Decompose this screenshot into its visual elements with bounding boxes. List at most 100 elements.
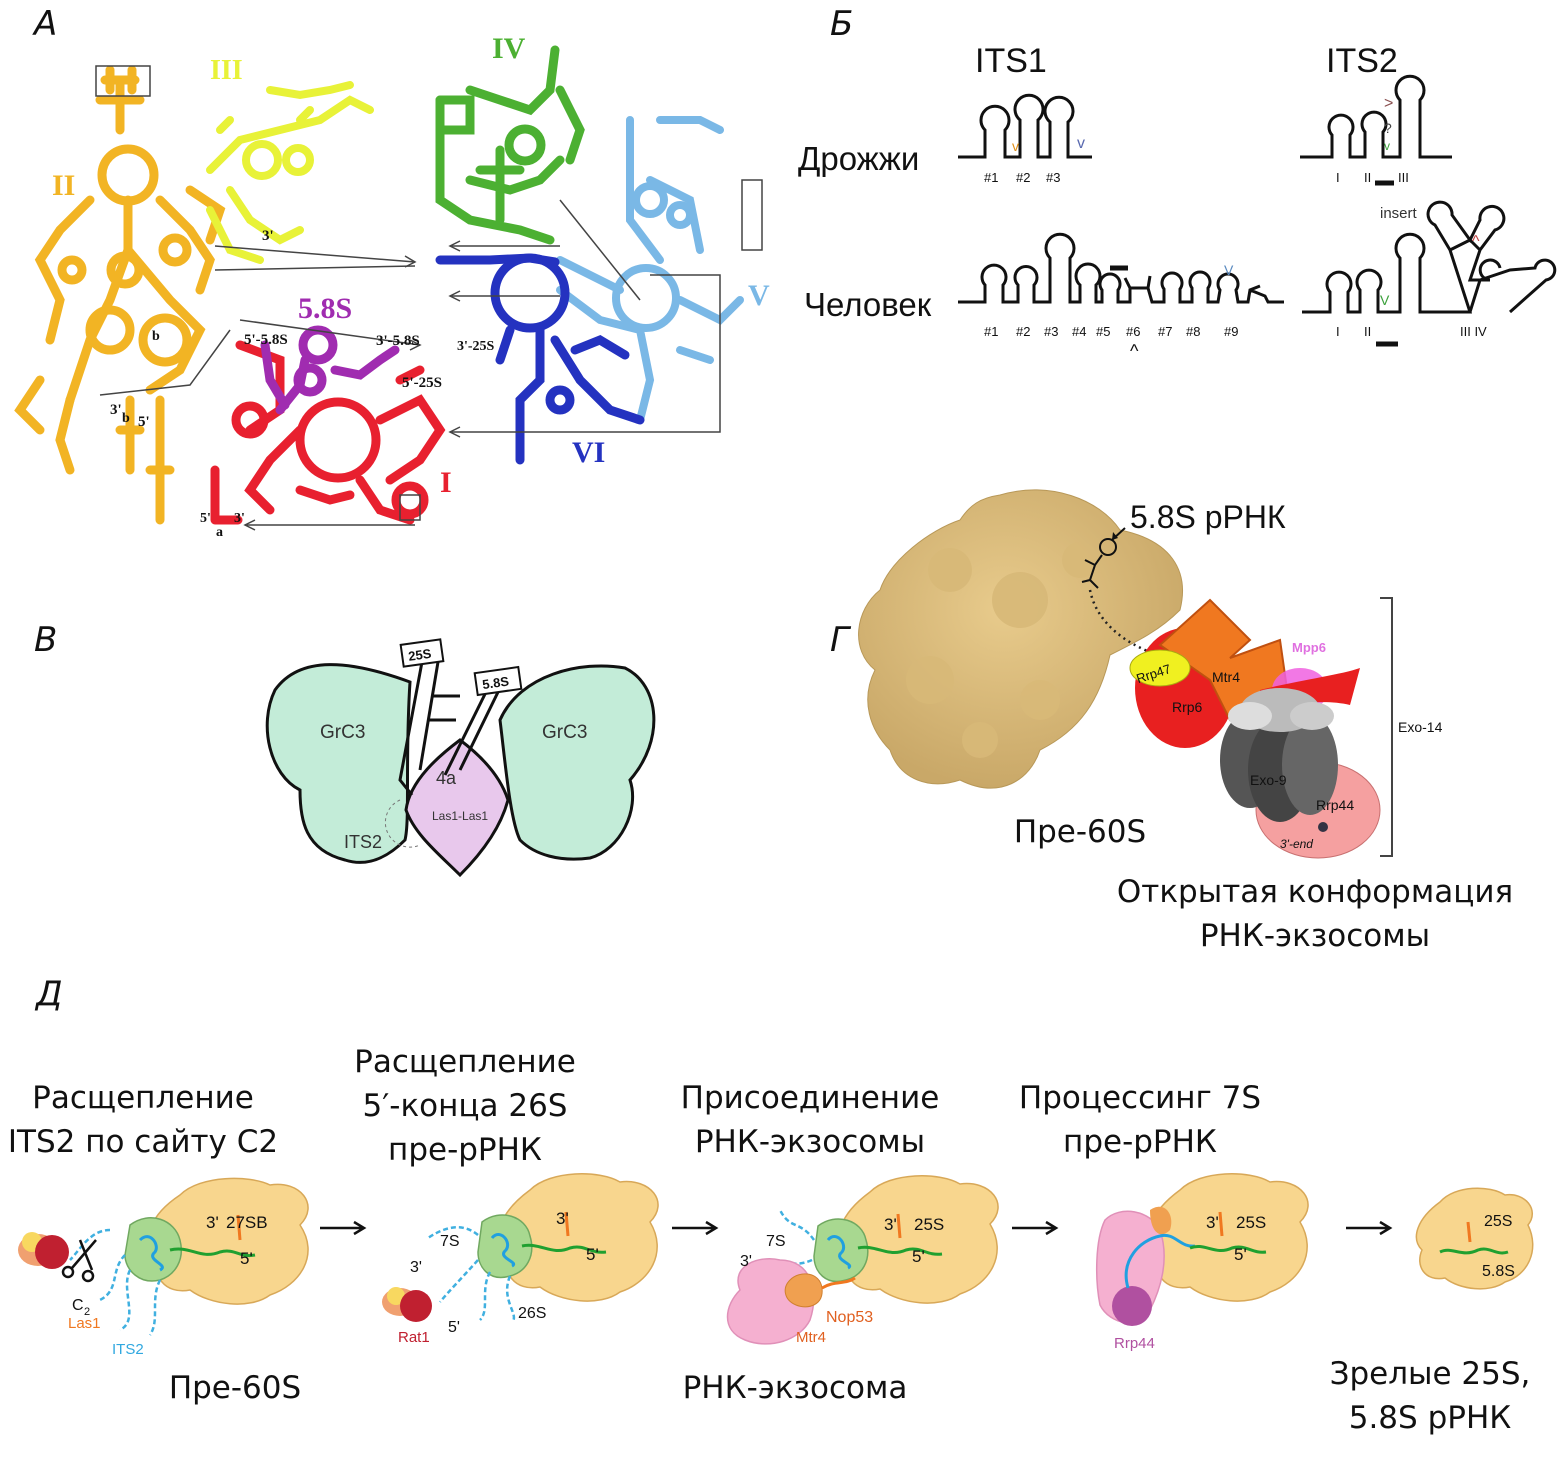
yeast-its1-mark-V: v	[1077, 135, 1085, 152]
grc3-right-label: GrC3	[542, 722, 587, 743]
rrp44-label: Rrp44	[1316, 797, 1354, 813]
label-5-25s: 5'-25S	[402, 375, 442, 391]
grc3-las1-complex: 25S 5.8S GrC3 GrC3 ITS2 4a Las1-Las1	[265, 638, 656, 878]
step1-complex	[18, 1177, 309, 1336]
label-5-prime-b: 5'	[138, 414, 150, 430]
step4-title-line2: пре-рРНК	[1063, 1124, 1217, 1160]
rna-helix-lines	[398, 661, 502, 796]
tick: #3	[1046, 170, 1060, 185]
human-its2-hairpins	[1302, 200, 1557, 347]
step1-title-line1: Расщепление	[32, 1080, 254, 1116]
step4-three: 3'	[1206, 1213, 1219, 1232]
label-3-prime-b: 3'	[110, 402, 122, 418]
step4-rrp44: Rrp44	[1114, 1335, 1155, 1352]
box-25s	[399, 638, 445, 668]
arrow-4	[1346, 1220, 1393, 1236]
tick: #7	[1158, 324, 1172, 339]
label-a: a	[216, 525, 223, 540]
las1-diamond	[404, 738, 510, 878]
domain-v-label: V	[748, 279, 770, 312]
domain-vi-label: VI	[572, 436, 605, 469]
tick: #6	[1126, 324, 1140, 339]
step3-25s: 25S	[914, 1215, 944, 1234]
label-3-58s: 3'-5.8S	[376, 333, 420, 349]
human-its1-mark-V: V	[1224, 262, 1234, 278]
domain-ii-label: II	[52, 169, 75, 202]
step3-three-a: 3'	[740, 1253, 752, 1270]
panel-label-b: Б	[830, 4, 854, 44]
exo9-barrel	[1220, 688, 1338, 822]
domain-i-structure	[210, 340, 446, 525]
step2-26s: 26S	[518, 1305, 546, 1322]
yeast-its2-hairpins	[1300, 74, 1452, 186]
tick: #5	[1096, 324, 1110, 339]
step1-c2-sub: 2	[84, 1306, 90, 1318]
yeast-its1-hairpins	[958, 93, 1092, 159]
step3-nop53: Nop53	[826, 1309, 873, 1326]
step1-three: 3'	[206, 1213, 219, 1232]
label-b-lower: b	[122, 411, 130, 426]
grc3-left-shape	[265, 663, 412, 864]
tick: #1	[984, 324, 998, 339]
label-5-58s: 5'-5.8S	[244, 332, 288, 348]
tick: III	[1398, 170, 1409, 185]
panel-label-g: Г	[830, 620, 849, 660]
domain-vi-structure	[435, 253, 645, 465]
tick: #2	[1016, 324, 1030, 339]
yeast-its2-ticks: I II III	[1336, 170, 1409, 185]
step3-three-b: 3'	[884, 1215, 897, 1234]
three-end-dot	[1318, 822, 1328, 832]
tick: #2	[1016, 170, 1030, 185]
insert-label: insert	[1380, 205, 1418, 222]
step3-complex	[726, 1175, 999, 1345]
label-25s: 25S	[407, 646, 432, 664]
mature-caption-line2: 5.8S рРНК	[1348, 1400, 1512, 1436]
step1-las1: Las1	[68, 1315, 101, 1332]
its2-processing-pathway: 3' 27SB 5' C 2 Las1 ITS2 7S 3' 3' 5' 5' …	[18, 1173, 1534, 1358]
step5-58s: 5.8S	[1482, 1263, 1515, 1280]
step4-25s: 25S	[1236, 1213, 1266, 1232]
mature-caption-line1: Зрелые 25S,	[1329, 1356, 1531, 1392]
step3-mtr4: Mtr4	[796, 1329, 826, 1346]
title-arrow-head	[1112, 532, 1118, 540]
open-conformation-caption-line1: Открытая конформация	[1116, 874, 1514, 910]
exo14-label: Exo-14	[1398, 719, 1443, 735]
tick: I	[1336, 324, 1340, 339]
yeast-its2-mark-gt: >	[1384, 95, 1393, 112]
label-3-25s: 3'-25S	[457, 339, 495, 354]
tick: #4	[1072, 324, 1086, 339]
pre60s-caption-d: Пре-60S	[168, 1370, 302, 1406]
step3-five: 5'	[912, 1247, 925, 1266]
rna-58s-label: 5.8S	[298, 292, 352, 325]
rna-58s-structure	[260, 325, 400, 415]
domain-iii-structure	[206, 81, 374, 264]
rna-58s-title: 5.8S рРНК	[1130, 499, 1286, 535]
step2-three-a: 3'	[410, 1259, 422, 1276]
human-its1-ticks: #1 #2 #3 #4 #5 #6 #7 #8 #9	[984, 324, 1238, 339]
three-end-label: 3'-end	[1280, 837, 1313, 851]
exo14-bracket	[1380, 597, 1393, 857]
label-3-prime-a: 3'	[234, 511, 245, 526]
box-58s	[473, 665, 523, 697]
step1-27sb: 27SB	[226, 1213, 268, 1232]
grc3-left-label: GrC3	[320, 722, 365, 743]
its2-header: ITS2	[1326, 42, 1398, 80]
step2-five-a: 5'	[586, 1245, 599, 1264]
step2-title-line2: 5′-конца 26S	[362, 1088, 568, 1124]
step3-title-line1: Присоединение	[680, 1080, 940, 1116]
step3-7s: 7S	[766, 1233, 786, 1250]
human-its1-mark-caret: ^	[1130, 341, 1139, 361]
yeast-its1-mark-v: v	[1012, 138, 1019, 154]
domain-v-structure	[556, 116, 744, 424]
center-las1-label: Las1-Las1	[432, 809, 488, 823]
rrp47-shape	[1129, 649, 1191, 687]
domain-iv-structure	[435, 45, 585, 245]
its1-header: ITS1	[975, 42, 1047, 80]
tick: #9	[1224, 324, 1238, 339]
label-58s: 5.8S	[481, 674, 510, 693]
tick: I	[1336, 170, 1340, 185]
yeast-its2-mark-v: v	[1384, 139, 1390, 153]
rrna-secondary-structure: III II IV V VI I 5.8S 5'-5.8S 3'-5.8S 5'…	[14, 32, 770, 540]
tick: II	[1364, 324, 1371, 339]
